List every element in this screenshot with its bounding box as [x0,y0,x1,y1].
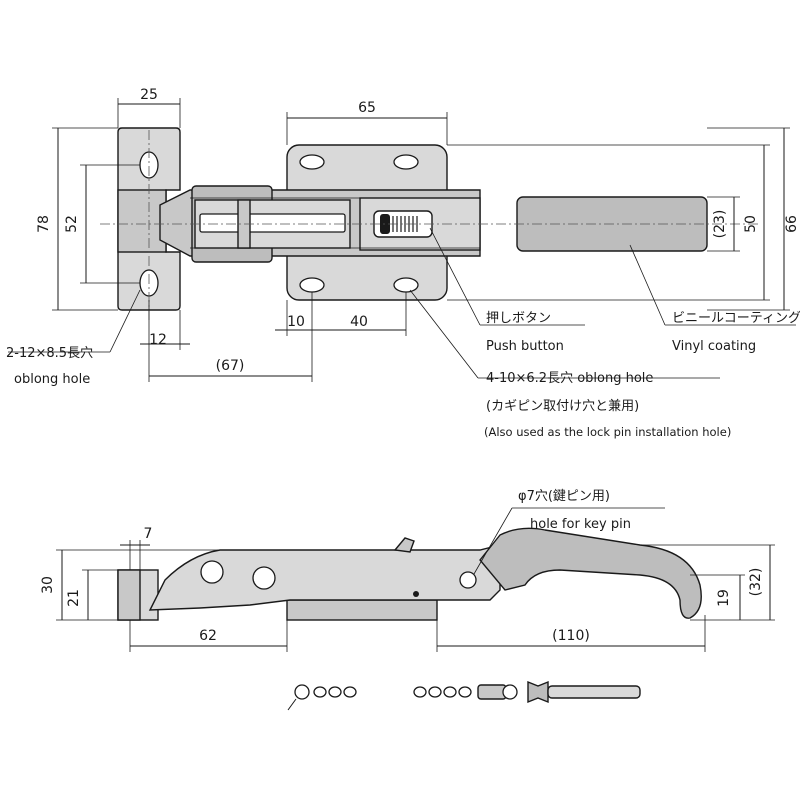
dim-bracket-width: 25 [117,87,181,128]
svg-text:Vinyl coating: Vinyl coating [672,339,756,354]
base-hole-tr [393,154,419,170]
svg-text:hole for key pin: hole for key pin [530,517,631,532]
dim-bracket-hole-offset: 12 [140,300,190,350]
svg-text:2-12×8.5長穴: 2-12×8.5長穴 [6,346,93,361]
svg-text:(カギピン取付け穴と兼用): (カギピン取付け穴と兼用) [486,399,639,414]
svg-text:10: 10 [287,314,305,330]
svg-text:50: 50 [743,215,759,233]
svg-text:(Also used as the lock pin ins: (Also used as the lock pin installation … [484,425,731,439]
side-base-plate [286,599,438,621]
svg-text:ビニールコーティング: ビニールコーティング [672,311,800,326]
dim-bracket-height: 78 [36,127,118,311]
dim-side-heights: 30 21 [40,549,230,621]
chain-key-pin [413,680,641,704]
side-handle-hook [479,527,702,619]
base-hole-tl [299,154,325,170]
accessories [287,680,641,711]
svg-text:(67): (67) [216,358,245,374]
svg-text:19: 19 [716,589,732,607]
lever-body [159,185,481,263]
svg-text:押しボタン: 押しボタン [486,311,551,326]
svg-text:oblong hole: oblong hole [14,372,90,387]
svg-text:4-10×6.2長穴 oblong hole: 4-10×6.2長穴 oblong hole [486,371,653,386]
dim-side-handle-length: (110) [436,615,706,652]
dim-base-width: 65 [286,100,448,145]
dim-bracket-to-base: (67) [148,336,313,382]
svg-text:(110): (110) [552,628,590,644]
svg-text:12: 12 [149,332,167,348]
dim-right-heights: (23) 50 66 [447,127,800,311]
pivot-hole-1 [200,560,224,584]
base-hole-bl [299,277,325,293]
dim-side-bracket-to-pivot: 62 [129,620,288,652]
svg-text:Push button: Push button [486,339,564,354]
svg-text:65: 65 [358,100,376,116]
side-lever [148,544,501,611]
svg-text:40: 40 [350,314,368,330]
key-pin-label: φ7穴(鍵ピン用) hole for key pin [473,488,665,575]
dim-base-holes: 10 40 [275,292,407,336]
svg-text:7: 7 [144,526,153,542]
side-view: 7 30 21 62 (110) [40,488,775,652]
svg-text:(32): (32) [748,568,764,597]
base-hole-br [393,277,419,293]
chain-ring [287,684,357,711]
svg-text:25: 25 [140,87,158,103]
svg-text:30: 30 [40,576,56,594]
dim-bracket-hole-pitch: 52 [64,164,140,284]
top-view-labels: 2-12×8.5長穴 oblong hole 押しボタン Push button… [6,227,800,439]
svg-text:78: 78 [36,215,52,233]
key-pin-hole [459,571,477,589]
dim-side-handle-heights: 19 (32) [640,544,775,621]
svg-text:66: 66 [784,215,800,233]
svg-text:φ7穴(鍵ピン用): φ7穴(鍵ピン用) [518,488,610,504]
pivot-hole-2 [252,566,276,590]
push-button [373,210,433,238]
top-view: 25 65 78 52 12 [6,87,800,439]
svg-text:(23): (23) [712,210,728,239]
svg-text:62: 62 [199,628,217,644]
svg-text:21: 21 [66,589,82,607]
svg-text:52: 52 [64,215,80,233]
dim-side-bracket-thickness: 7 [120,526,152,570]
